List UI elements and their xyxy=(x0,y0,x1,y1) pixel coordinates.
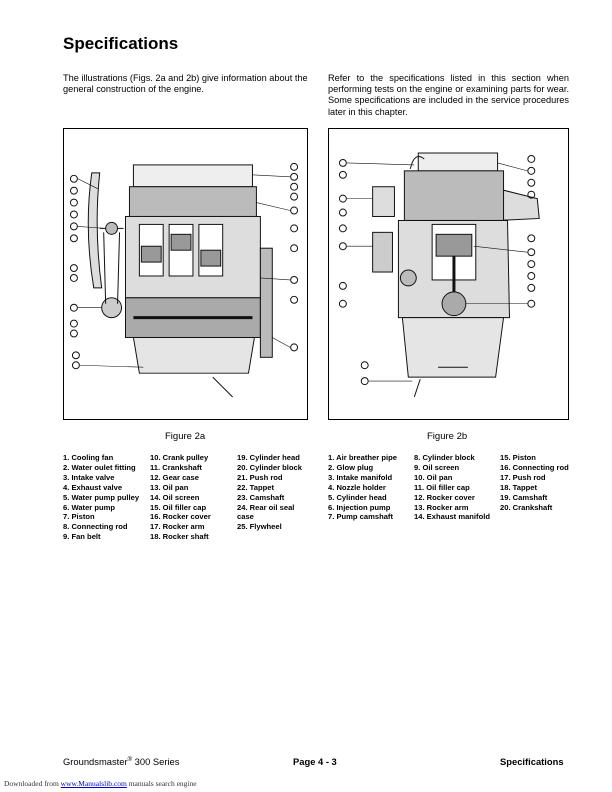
legend-item: 18. Rocker shaft xyxy=(150,532,209,542)
legend-item: 15. Piston xyxy=(500,453,536,462)
legend-item: 14. Oil screen xyxy=(150,492,200,502)
legend-item: 14. Exhaust manifold xyxy=(414,512,490,522)
legend-item: 21. Push rod xyxy=(237,472,283,482)
legend-item: 10. Oil pan xyxy=(414,472,453,482)
legend-item: 13. Rocker arm xyxy=(414,502,469,512)
figure-2a-illustration xyxy=(63,128,308,420)
figure-2a-caption: Figure 2a xyxy=(165,431,206,442)
figure-2b-caption: Figure 2b xyxy=(427,431,468,442)
legend-item: 22. Tappet xyxy=(237,482,274,492)
legend-item: 9. Oil screen xyxy=(414,462,460,472)
legend-item: 1. Air breather pipe xyxy=(328,453,397,462)
legend-item: 10. Crank pulley xyxy=(150,453,209,462)
legend-item: 25. Flywheel xyxy=(237,522,282,532)
legend-item: 16. Rocker cover xyxy=(150,512,211,522)
engine-side-cutaway-drawing xyxy=(69,162,299,398)
legend-item: 4. Nozzle holder xyxy=(328,482,386,492)
legend-item: 20. Crankshaft xyxy=(500,502,553,512)
legend-item: 23. Camshaft xyxy=(237,492,285,502)
legend-item: 5. Cylinder head xyxy=(328,492,387,502)
legend-item: 5. Water pump pulley xyxy=(63,492,140,502)
watermark-suffix: manuals search engine xyxy=(126,779,197,788)
legend-item: 18. Tappet xyxy=(500,482,537,492)
legend-item: 17. Push rod xyxy=(500,472,546,482)
figure-2a-legend-col-1: 1. Cooling fan 2. Water oulet fitting 3.… xyxy=(63,453,139,542)
legend-item: 9. Fan belt xyxy=(63,532,101,542)
legend-item: 7. Piston xyxy=(63,512,95,522)
page-title: Specifications xyxy=(63,34,179,53)
engine-front-crosssection-drawing xyxy=(338,152,540,398)
legend-item: 4. Exhaust valve xyxy=(63,482,123,492)
download-watermark: Downloaded from www.Manualslib.com manua… xyxy=(4,779,197,788)
legend-item: 15. Oil filler cap xyxy=(150,502,207,512)
footer-series-name: Groundsmaster xyxy=(63,756,128,767)
figure-2a-legend-col-2: 10. Crank pulley 11. Crankshaft 12. Gear… xyxy=(150,453,211,542)
footer-series: Groundsmaster® 300 Series xyxy=(63,756,179,767)
intro-right-paragraph: Refer to the specifications listed in th… xyxy=(328,73,569,117)
legend-item: 8. Connecting rod xyxy=(63,522,128,532)
legend-item: 2. Glow plug xyxy=(328,462,374,472)
registered-mark: ® xyxy=(127,756,133,763)
legend-item: 12. Rocker cover xyxy=(414,492,475,502)
legend-item: 3. Intake manifold xyxy=(328,472,393,482)
legend-item: 6. Water pump xyxy=(63,502,116,512)
figure-2a-legend-col-3: 19. Cylinder head 20. Cylinder block 21.… xyxy=(237,453,307,532)
legend-item: 17. Rocker arm xyxy=(150,522,205,532)
legend-item: 11. Oil filler cap xyxy=(414,482,470,492)
legend-item: 11. Crankshaft xyxy=(150,462,202,472)
legend-item: 16. Connecting rod xyxy=(500,462,569,472)
legend-item: 20. Cylinder block xyxy=(237,462,302,472)
figure-2b-legend-col-1: 1. Air breather pipe 2. Glow plug 3. Int… xyxy=(328,453,397,522)
watermark-prefix: Downloaded from xyxy=(4,779,61,788)
legend-item: 13. Oil pan xyxy=(150,482,189,492)
legend-item: 19. Camshaft xyxy=(500,492,548,502)
legend-item: 3. Intake valve xyxy=(63,472,115,482)
legend-item: 19. Cylinder head xyxy=(237,453,300,462)
figure-2b-legend-col-3: 15. Piston 16. Connecting rod 17. Push r… xyxy=(500,453,569,512)
footer-page-number: Page 4 - 3 xyxy=(293,756,337,767)
legend-item: 1. Cooling fan xyxy=(63,453,114,462)
legend-item: 24. Rear oil seal case xyxy=(237,502,295,522)
intro-left-paragraph: The illustrations (Figs. 2a and 2b) give… xyxy=(63,73,308,95)
figure-2b-illustration xyxy=(328,128,569,420)
legend-item: 6. Injection pump xyxy=(328,502,391,512)
manualslib-link[interactable]: www.Manualslib.com xyxy=(60,779,127,788)
legend-item: 7. Pump camshaft xyxy=(328,512,393,522)
legend-item: 8. Cylinder block xyxy=(414,453,475,462)
legend-item: 12. Gear case xyxy=(150,472,199,482)
footer-section: Specifications xyxy=(500,756,564,767)
figure-2b-legend-col-2: 8. Cylinder block 9. Oil screen 10. Oil … xyxy=(414,453,490,522)
legend-item: 2. Water oulet fitting xyxy=(63,462,136,472)
footer-series-suffix: 300 Series xyxy=(132,756,180,767)
